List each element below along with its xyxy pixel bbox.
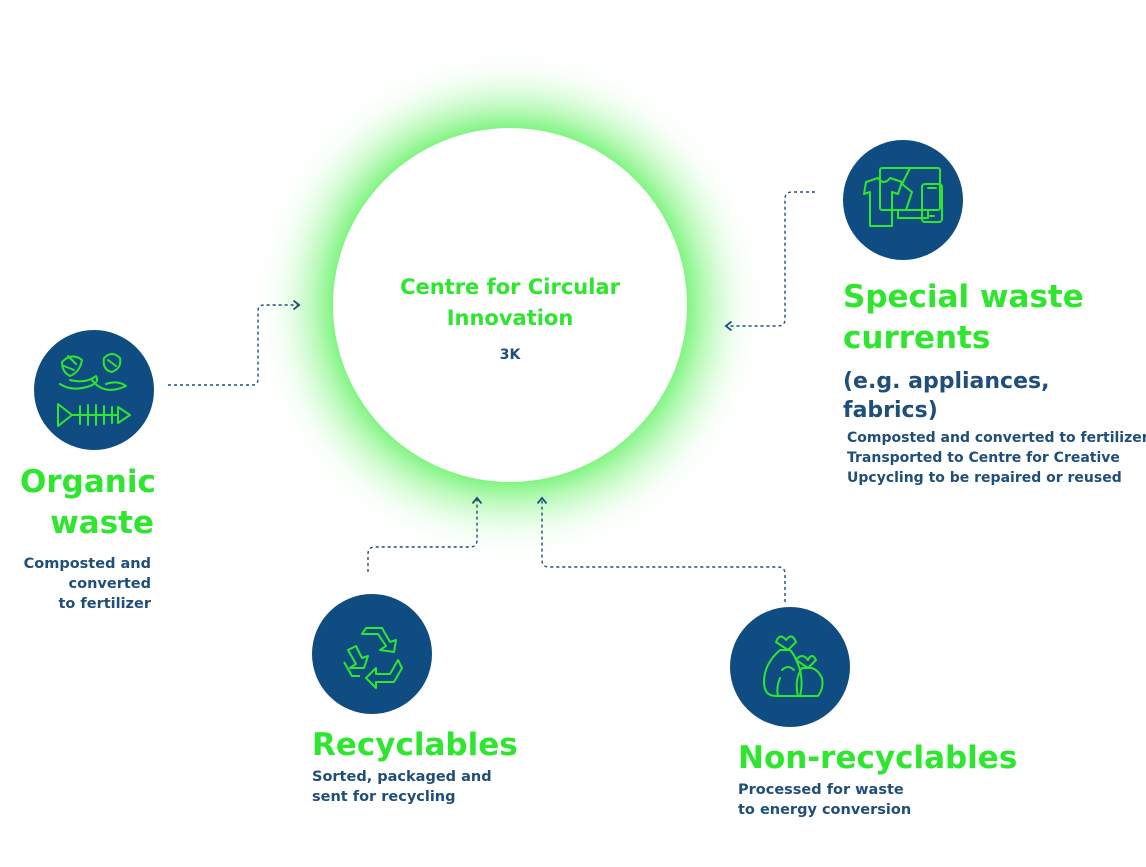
center-value: 3K <box>499 347 521 363</box>
special-title-line-1: Special waste <box>843 279 1084 315</box>
center-title: Centre for Circular Innovation <box>360 272 660 334</box>
special-title-line-2: currents <box>843 320 991 356</box>
recyclables-description: Sorted, packaged and sent for recycling <box>312 767 492 807</box>
organic-title: Organic waste <box>20 462 156 544</box>
special-connector-arrow <box>724 191 815 332</box>
special-desc-line-2: Transported to Centre for Creative <box>847 450 1120 466</box>
nonrecyclables-desc-line-1: Processed for waste <box>738 782 904 798</box>
recyclables-desc-line-1: Sorted, packaged and <box>312 769 492 785</box>
organic-desc-line-1: Composted and <box>23 556 151 572</box>
organic-connector-arrow <box>168 299 301 386</box>
special-description: Composted and converted to fertilizer Tr… <box>847 428 1146 488</box>
nonrecyclables-desc-line-2: to energy conversion <box>738 802 912 818</box>
organic-desc-line-2: converted <box>68 576 151 592</box>
nonrecyclables-title: Non-recyclables <box>738 740 1018 776</box>
special-title: Special waste currents <box>843 277 1084 359</box>
special-subtitle-line-2: fabrics) <box>843 398 938 423</box>
recyclables-title: Recyclables <box>312 727 518 763</box>
center-title-line-1: Centre for Circular <box>400 275 620 299</box>
food-waste-icon <box>34 330 154 450</box>
organic-desc-line-3: to fertilizer <box>58 596 151 612</box>
special-desc-line-3: Upcycling to be repaired or reused <box>847 470 1122 486</box>
organic-description: Composted and converted to fertilizer <box>10 554 151 614</box>
recyclables-desc-line-2: sent for recycling <box>312 789 456 805</box>
nonrecyclables-description: Processed for waste to energy conversion <box>738 780 911 820</box>
recycle-icon <box>312 594 432 714</box>
special-desc-line-1: Composted and converted to fertilizer <box>847 430 1146 446</box>
appliances-fabrics-icon <box>843 140 963 260</box>
nonrecyclables-connector-arrow <box>536 496 786 602</box>
organic-title-line-2: waste <box>50 505 154 541</box>
garbage-bags-icon <box>730 607 850 727</box>
special-subtitle: (e.g. appliances, fabrics) <box>843 367 1049 425</box>
organic-title-line-1: Organic <box>20 464 156 500</box>
center-title-line-2: Innovation <box>446 306 574 330</box>
recyclables-connector-arrow <box>367 496 483 572</box>
center-circle <box>333 128 687 482</box>
special-subtitle-line-1: (e.g. appliances, <box>843 369 1050 394</box>
